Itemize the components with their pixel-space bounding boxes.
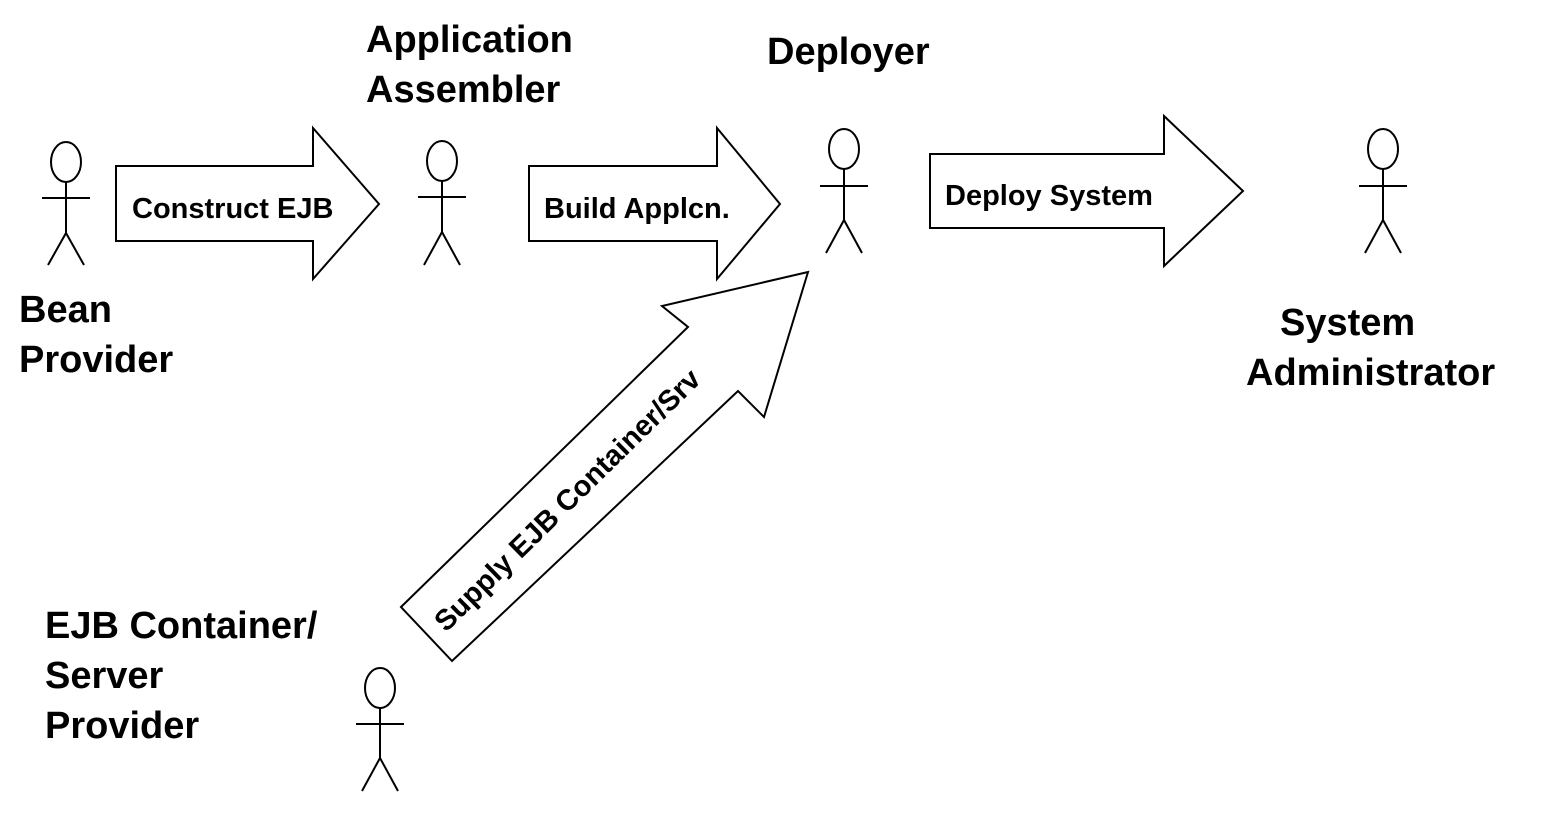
actor-deployer: Deployer [767, 31, 930, 254]
bean-provider-label-line1: Bean [19, 289, 112, 331]
build-applcn-block-arrow [528, 125, 782, 282]
construct-ejb-block-arrow [115, 125, 381, 282]
bean-provider-stick-figure-icon [42, 141, 90, 266]
actor-bean-provider: Bean Provider [19, 141, 173, 381]
system-administrator-stick-figure-icon [1359, 128, 1407, 254]
application-assembler-stick-figure-icon [418, 140, 466, 266]
deployer-stick-figure-icon [820, 128, 868, 254]
actor-system-administrator: System Administrator [1246, 128, 1495, 394]
bean-provider-label-line2: Provider [19, 339, 173, 381]
application-assembler-label-line2: Assembler [366, 69, 561, 111]
container-provider-label-line3: Provider [45, 705, 199, 747]
system-administrator-label-line1: System [1280, 302, 1415, 344]
system-administrator-label-line2: Administrator [1246, 352, 1495, 394]
container-provider-stick-figure-icon [356, 667, 404, 792]
construct-ejb-label: Construct EJB [132, 193, 333, 225]
arrow-supply-container: Supply EJB Container/Srv [399, 270, 810, 663]
deploy-system-label: Deploy System [945, 180, 1153, 212]
container-provider-label-line2: Server [45, 655, 164, 697]
actor-application-assembler: Application Assembler [366, 19, 573, 266]
build-applcn-label: Build Applcn. [544, 193, 730, 225]
deploy-system-block-arrow [929, 113, 1245, 269]
deployer-label: Deployer [767, 31, 930, 73]
arrow-build-applcn: Build Applcn. [528, 125, 782, 282]
supply-container-block-arrow [399, 270, 810, 663]
container-provider-label-line1: EJB Container/ [45, 605, 318, 647]
arrow-deploy-system: Deploy System [929, 113, 1245, 269]
arrow-construct-ejb: Construct EJB [115, 125, 381, 282]
supply-container-label: Supply EJB Container/Srv [428, 363, 707, 638]
application-assembler-label-line1: Application [366, 19, 573, 61]
actor-container-provider: EJB Container/ Server Provider [45, 605, 404, 792]
